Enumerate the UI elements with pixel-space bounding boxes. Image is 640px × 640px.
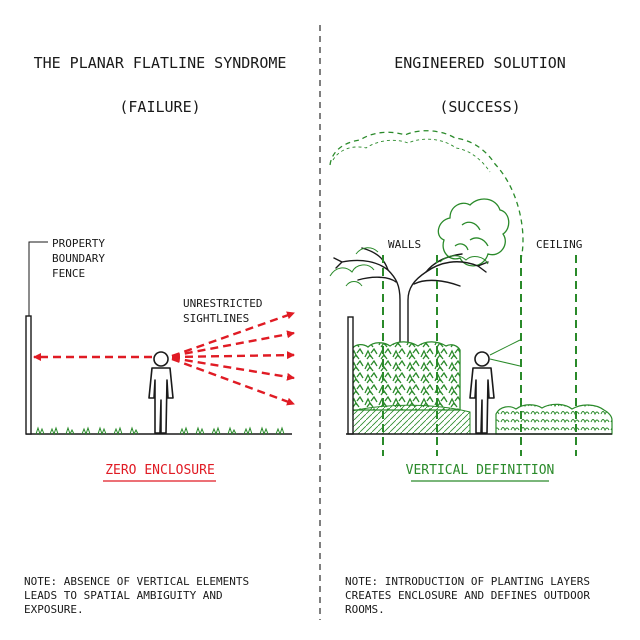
- tree-crown: [437, 198, 510, 267]
- left-title-line2: (FAILURE): [119, 98, 201, 116]
- zero-enclosure-caption: ZERO ENCLOSURE: [105, 463, 215, 478]
- fence-post-icon: [25, 315, 32, 435]
- unrestricted-sightlines: [171, 311, 295, 406]
- restricted-view-cone: [489, 339, 521, 367]
- canopy-outline-icon: [329, 130, 524, 263]
- left-title: THE PLANAR FLATLINE SYNDROME (FAILURE): [10, 30, 310, 140]
- tree-icon: [333, 247, 489, 346]
- left-title-line1: THE PLANAR FLATLINE SYNDROME: [33, 54, 287, 72]
- walls-label: WALLS: [388, 238, 422, 251]
- left-note: NOTE: ABSENCE OF VERTICAL ELEMENTS LEADS…: [24, 575, 250, 616]
- left-grass-icon: [35, 426, 285, 436]
- ceiling-label: CEILING: [536, 238, 583, 251]
- fence-label: PROPERTY BOUNDARY FENCE: [52, 237, 105, 280]
- hedge-icon: [351, 341, 461, 411]
- canopy-inner-outline: [332, 138, 491, 173]
- person-figure-right-icon: [469, 351, 495, 434]
- planting-bed: [347, 404, 471, 435]
- fence-leader-line: [28, 241, 48, 316]
- vertical-definition-caption: VERTICAL DEFINITION: [405, 463, 555, 478]
- sightlines-label: UNRESTRICTED SIGHTLINES: [183, 297, 263, 325]
- right-title-line1: ENGINEERED SOLUTION: [394, 54, 566, 72]
- shrub-icon: [495, 403, 613, 435]
- right-note: NOTE: INTRODUCTION OF PLANTING LAYERS CR…: [345, 575, 591, 616]
- vertical-definition-lines: [382, 255, 577, 456]
- tree-foliage-tufts: [329, 247, 489, 287]
- right-fence-post-icon: [347, 316, 354, 435]
- person-figure-icon: [148, 351, 174, 434]
- right-title-line2: (SUCCESS): [439, 98, 521, 116]
- right-title: ENGINEERED SOLUTION (SUCCESS): [330, 30, 630, 140]
